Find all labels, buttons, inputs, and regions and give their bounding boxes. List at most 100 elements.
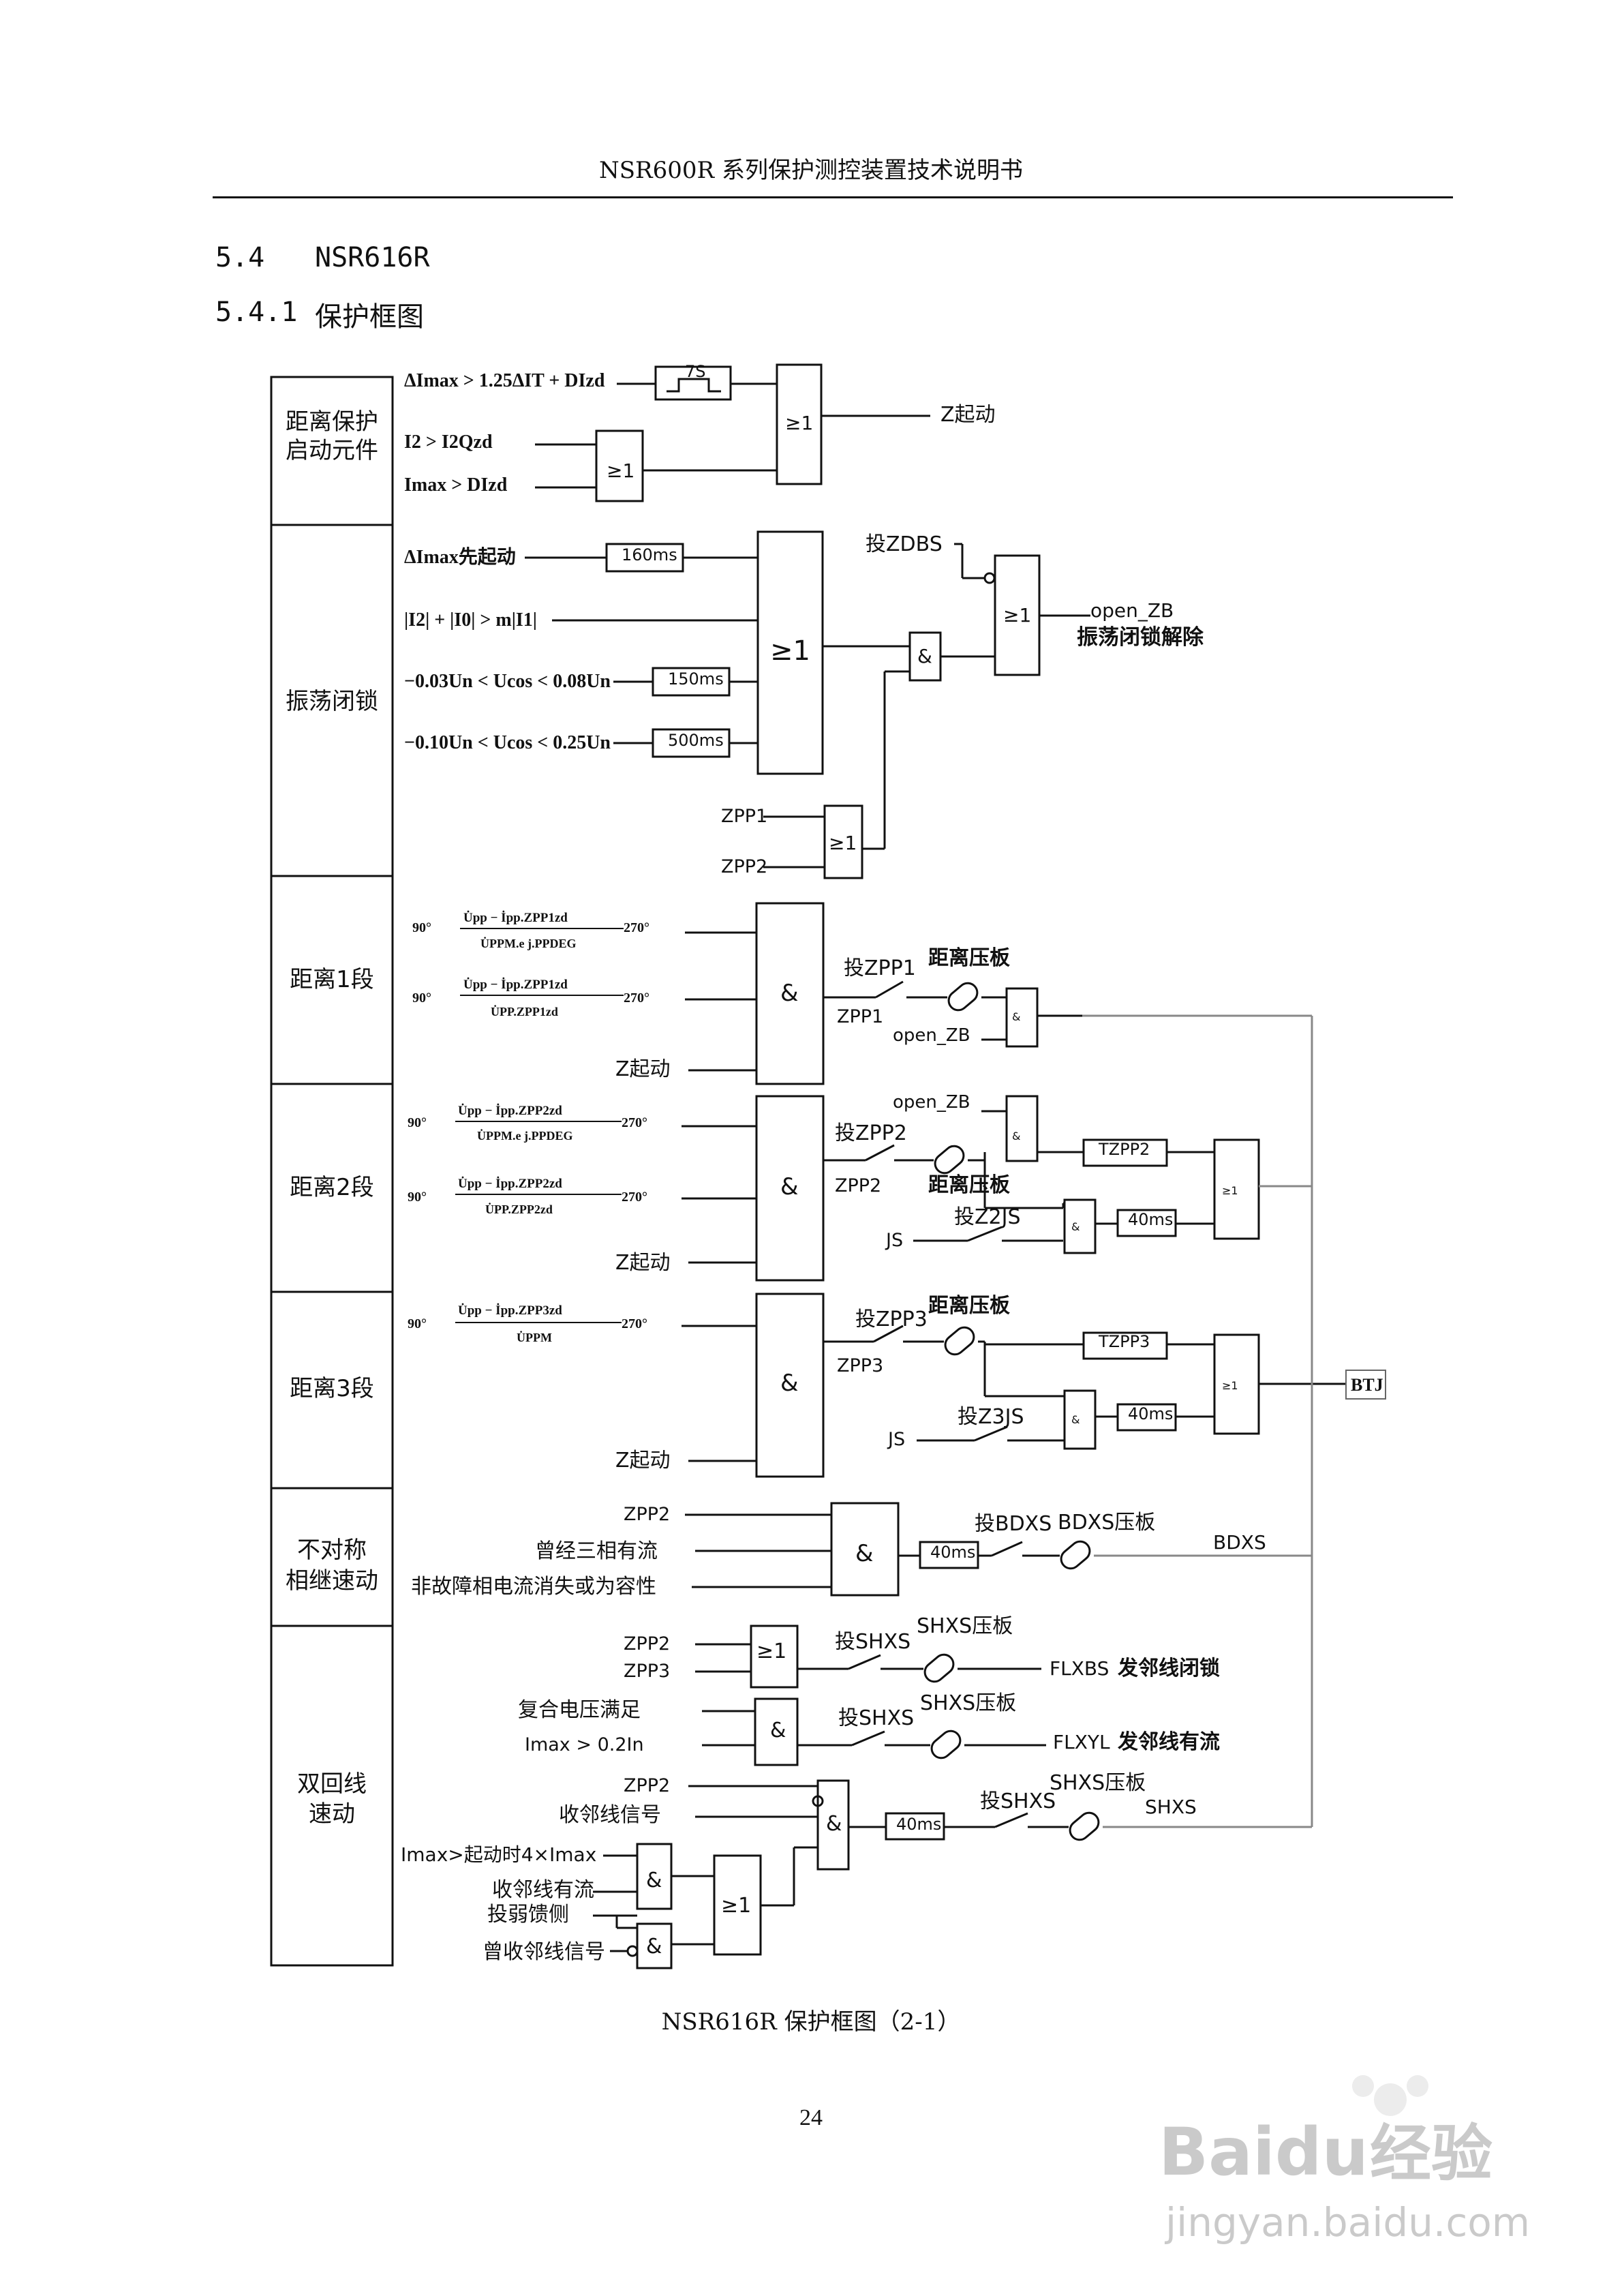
row-label-oscillation: 振荡闭锁: [286, 688, 378, 715]
signal-i2-i0-i1: |I2| + |I0| > m|I1|: [404, 609, 537, 631]
angle-low: 90°: [408, 1316, 427, 1331]
timer-label-40ms-bdxs: 40ms: [930, 1543, 975, 1562]
subsection-number: 5.4.1: [215, 297, 298, 328]
plate-shxs-2: SHXS压板: [920, 1691, 1016, 1715]
gate-label: &: [780, 980, 799, 1007]
pressing-plate-shxs-2: [930, 1729, 962, 1759]
formula-zone1-a-den: U̇PPM.e j.PPDEG: [480, 937, 576, 950]
gate-label: ≥1: [756, 1640, 786, 1663]
formula-zone2-b: U̇pp − İpp.ZPP2zd: [458, 1177, 562, 1191]
output-flxbs-cn: 发邻线闭锁: [1117, 1657, 1220, 1680]
watermark-brand: Baidu: [1159, 2114, 1368, 2190]
switch-zpp1: 投ZPP1: [844, 956, 916, 980]
signal-i2-qzd: I2 > I2Qzd: [404, 432, 493, 453]
signal-adjacent-current: 收邻线有流: [492, 1878, 594, 1902]
formula-zone1-b: U̇pp − İpp.ZPP1zd: [463, 978, 568, 992]
gate-label: &: [780, 1370, 799, 1397]
gate-label: ≥1: [770, 635, 810, 667]
angle-high: 270°: [622, 1190, 647, 1205]
signal-open-zb-zone2: open_ZB: [893, 1092, 970, 1113]
formula-zone3: U̇pp − İpp.ZPP3zd: [458, 1303, 562, 1318]
gate-label: &: [646, 1935, 662, 1959]
signal-imax-02in: Imax > 0.2In: [525, 1734, 644, 1755]
formula-zone2-a-den: U̇PPM.e j.PPDEG: [477, 1129, 572, 1143]
timer-label-tzpp3: TZPP3: [1098, 1332, 1150, 1351]
signal-zpp1-zone1: ZPP1: [837, 1006, 883, 1027]
plate-dist2: 距离压板: [928, 1173, 1010, 1197]
angle-high: 270°: [624, 991, 649, 1006]
pressing-plate-dist2: [934, 1145, 965, 1175]
or-gate-shxs: [750, 1625, 799, 1689]
gate-label: ≥1: [829, 832, 857, 854]
and-gate-zone1-out: [1005, 987, 1039, 1048]
and-gate-zone2-out: [1005, 1095, 1039, 1162]
paw-icon: [1352, 2075, 1374, 2097]
signal-recv-adjacent-prev: 曾收邻线信号: [483, 1940, 605, 1964]
formula-zone3-den: U̇PPM: [517, 1331, 552, 1344]
output-flxbs: FLXBS: [1050, 1657, 1109, 1680]
plate-dist1: 距离压板: [928, 946, 1010, 970]
asymmetric-logic: [685, 1502, 1312, 1597]
switch-shxs-2: 投SHXS: [838, 1706, 914, 1730]
gate-label: &: [826, 1812, 842, 1836]
and-gate-asym: [830, 1502, 900, 1597]
page-number: 24: [799, 2105, 823, 2130]
switch-zdbs: 投ZDBS: [866, 532, 943, 556]
and-gate-zone1: [755, 902, 825, 1085]
subsection-title: 保护框图: [315, 301, 424, 333]
signal-imax-dizd: Imax > DIzd: [404, 474, 508, 496]
signal-non-fault-phase: 非故障相电流消失或为容性: [411, 1575, 656, 1599]
angle-low: 90°: [408, 1115, 427, 1130]
signal-zpp2-asym: ZPP2: [624, 1504, 670, 1525]
gate-label: ≥1: [607, 459, 634, 482]
signal-zpp3-dc: ZPP3: [624, 1661, 670, 1682]
row-label-zone3: 距离3段: [290, 1375, 374, 1402]
or-gate-zstart: [776, 363, 823, 485]
signal-zstart: Z起动: [615, 1449, 671, 1472]
row-label-asym-1: 不对称: [297, 1537, 367, 1564]
watermark-brand-cn: 经验: [1370, 2118, 1493, 2190]
gate-label: &: [1012, 1130, 1020, 1143]
timer-label-160ms: 160ms: [622, 545, 677, 564]
row-label-zone1: 距离1段: [290, 966, 374, 993]
row-label-asym-2: 相继速动: [286, 1567, 378, 1595]
signal-zpp1: ZPP1: [721, 806, 767, 827]
signal-zpp3-zone3: ZPP3: [837, 1355, 883, 1376]
output-btj-box: [1345, 1370, 1386, 1400]
plate-bdxs: BDXS压板: [1058, 1511, 1155, 1535]
output-zb-release: 振荡闭锁解除: [1077, 625, 1204, 650]
timer-label-500ms: 500ms: [668, 731, 724, 750]
output-flxyl-cn: 发邻线有流: [1117, 1730, 1220, 1754]
formula-zone1-a: U̇pp − İpp.ZPP1zd: [463, 911, 568, 925]
gate-label: ≥1: [721, 1894, 751, 1918]
oscillation-blocking-logic: [525, 530, 1090, 879]
signal-ucos-2: −0.10Un < Ucos < 0.25Un: [404, 732, 611, 753]
timer-label-40ms-z2: 40ms: [1128, 1210, 1173, 1229]
or-gate-oscillation: [756, 530, 824, 775]
or-gate-start: [595, 429, 644, 502]
row-label-column: [270, 376, 394, 1967]
zone2-logic: [682, 1095, 1312, 1282]
signal-delta-imax: ΔImax > 1.25ΔIT + DIzd: [404, 370, 605, 391]
output-bdxs: BDXS: [1213, 1531, 1266, 1554]
formula-zone2-b-den: U̇PP.ZPP2zd: [485, 1203, 553, 1216]
gate-label: ≥1: [785, 412, 813, 434]
output-btj: BTJ: [1351, 1375, 1383, 1395]
signal-js-zone2: JS: [885, 1230, 903, 1251]
double-circuit-logic: [593, 1625, 1313, 1969]
switch-shxs-1: 投SHXS: [835, 1630, 911, 1654]
plate-shxs-3: SHXS压板: [1050, 1771, 1146, 1795]
and-gate-weak-2: [636, 1922, 673, 1969]
pressing-plate-bdxs: [1060, 1540, 1091, 1570]
signal-three-phase-current: 曾经三相有流: [535, 1539, 658, 1563]
gate-label: ≥1: [1222, 1184, 1238, 1197]
timer-label-150ms: 150ms: [668, 669, 724, 689]
section-title: NSR616R: [315, 242, 430, 273]
and-gate-z2js: [1063, 1198, 1097, 1254]
output-shxs: SHXS: [1145, 1796, 1197, 1818]
signal-weak-feed: 投弱馈侧: [487, 1903, 569, 1927]
signal-zstart: Z起动: [615, 1251, 671, 1275]
angle-high: 270°: [622, 1316, 647, 1331]
watermark-url: jingyan.baidu.com: [1164, 2199, 1527, 2246]
